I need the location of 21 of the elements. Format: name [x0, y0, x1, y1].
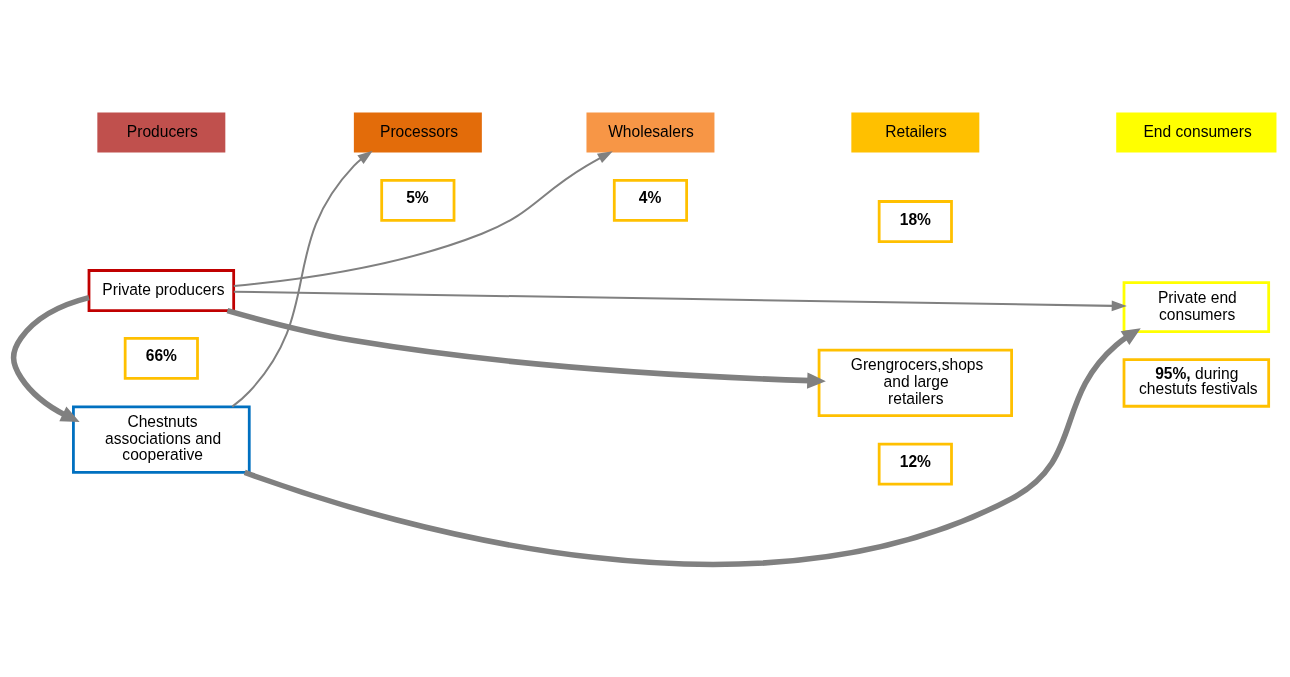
arrow [243, 328, 1141, 567]
node-box: Private producers [87, 269, 236, 312]
arrow [232, 151, 613, 287]
node-box: 5% [380, 178, 456, 222]
node-box: Chestnuts associations and cooperative [72, 405, 251, 474]
node-box: Processors [353, 112, 482, 153]
arrow [10, 294, 90, 422]
node-box: End consumers [1116, 112, 1277, 153]
node-box: 4% [612, 178, 688, 222]
node-box: Private end consumers [1122, 281, 1271, 334]
node-box: Retailers [851, 112, 980, 153]
arrow [226, 307, 826, 389]
node-box: Wholesalers [586, 112, 715, 153]
node-box: Producers [97, 112, 226, 153]
node-box: 95%, during chestuts festivals [1122, 358, 1271, 408]
node-box: 66% [123, 337, 199, 380]
arrow [231, 150, 373, 408]
arrow [232, 290, 1127, 312]
node-box: 12% [877, 442, 953, 486]
node-box: Grengrocers,shops and large retailers [817, 348, 1013, 418]
node-box: 18% [877, 200, 953, 243]
